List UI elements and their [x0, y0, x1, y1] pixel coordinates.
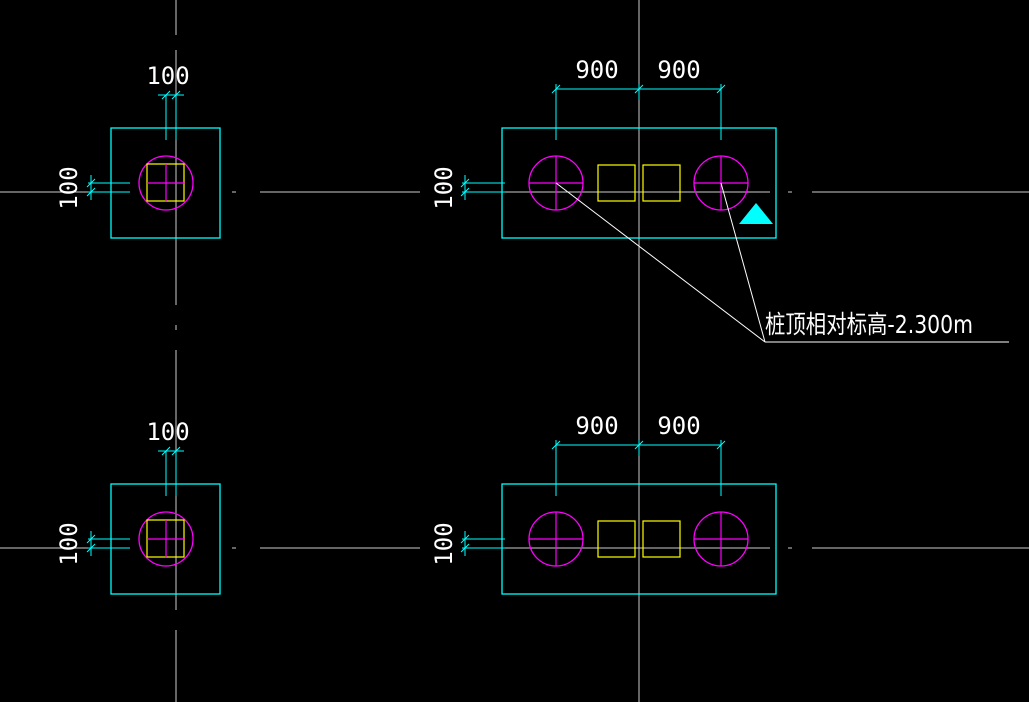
- dim-label-100-vertical: 100: [430, 166, 458, 209]
- dim-900-900: [551, 84, 726, 140]
- dim-vertical-100: [460, 531, 505, 556]
- pile-cap-bottom-right: 900 900 100: [430, 412, 777, 595]
- dim-label-100-horizontal: 100: [146, 62, 189, 90]
- dim-label-900-right: 900: [657, 56, 700, 84]
- pile-circle: [138, 155, 194, 211]
- dim-horizontal-100: [158, 90, 184, 140]
- column-square-left: [597, 164, 636, 202]
- leader-line-right: [720, 182, 766, 343]
- triangle-marker-icon: [739, 203, 773, 224]
- elevation-leader: [555, 182, 1009, 343]
- dim-vertical-100: [86, 531, 130, 556]
- dim-vertical-100: [86, 175, 130, 200]
- pile-cap-top-right: 900 900 100: [430, 56, 777, 239]
- pile-top-elevation-label: 桩顶相对标高-2.300m: [765, 310, 973, 339]
- dim-label-900-right: 900: [657, 412, 700, 440]
- dim-label-100-vertical: 100: [55, 522, 83, 565]
- dim-vertical-100: [460, 175, 505, 200]
- leader-line-left: [555, 182, 766, 343]
- dim-label-100-vertical: 100: [55, 166, 83, 209]
- dim-label-900-left: 900: [575, 412, 618, 440]
- dim-horizontal-100: [158, 446, 184, 496]
- column-square-left: [597, 520, 636, 558]
- pile-cap-top-left: 100 100: [55, 62, 221, 239]
- pile-cap-bottom-left: 100 100: [55, 418, 221, 595]
- column-square-right: [642, 520, 681, 558]
- dim-label-100-vertical: 100: [430, 522, 458, 565]
- pile-circle: [138, 511, 194, 567]
- dim-label-900-left: 900: [575, 56, 618, 84]
- dim-label-100-horizontal: 100: [146, 418, 189, 446]
- column-square-right: [642, 164, 681, 202]
- dim-900-900: [551, 440, 726, 496]
